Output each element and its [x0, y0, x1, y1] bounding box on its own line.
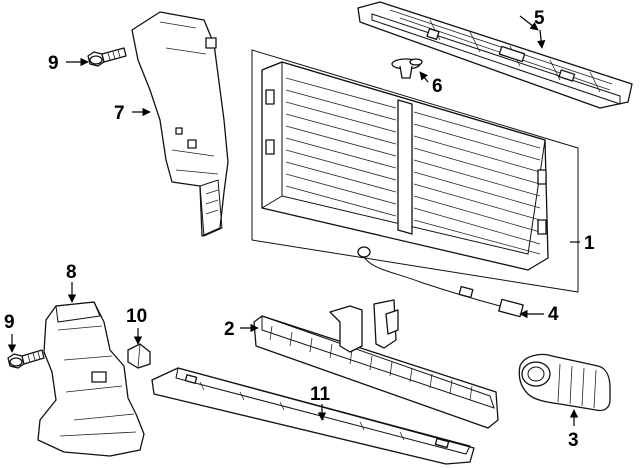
- callout-1: 1: [584, 233, 595, 254]
- bolt-part-lower: [7, 349, 45, 369]
- bolt-part-upper: [87, 47, 127, 67]
- callout-8: 8: [66, 262, 77, 283]
- callout-9-upper: 9: [48, 53, 59, 74]
- lower-deflector-part: [37, 301, 145, 457]
- callout-7: 7: [114, 103, 125, 124]
- upper-bracket-part: [357, 1, 633, 109]
- small-clip-part: [127, 343, 151, 369]
- callout-3: 3: [568, 430, 579, 451]
- callout-6: 6: [432, 76, 443, 97]
- callout-4: 4: [548, 304, 559, 325]
- shutter-assembly-box: [251, 49, 579, 293]
- callout-9-lower: 9: [4, 312, 15, 333]
- callout-5: 5: [534, 8, 545, 29]
- shutter-assembly-part: [261, 61, 549, 318]
- callout-leaders: [7, 15, 580, 426]
- lower-shutter-part: [253, 299, 499, 429]
- callout-10: 10: [126, 306, 147, 327]
- side-deflector-part: [131, 11, 229, 237]
- push-pin-clip-part: [391, 58, 423, 79]
- callout-11: 11: [310, 384, 331, 405]
- callout-2: 2: [224, 319, 235, 340]
- lower-bar-part: [151, 367, 475, 465]
- actuator-part: [518, 353, 611, 412]
